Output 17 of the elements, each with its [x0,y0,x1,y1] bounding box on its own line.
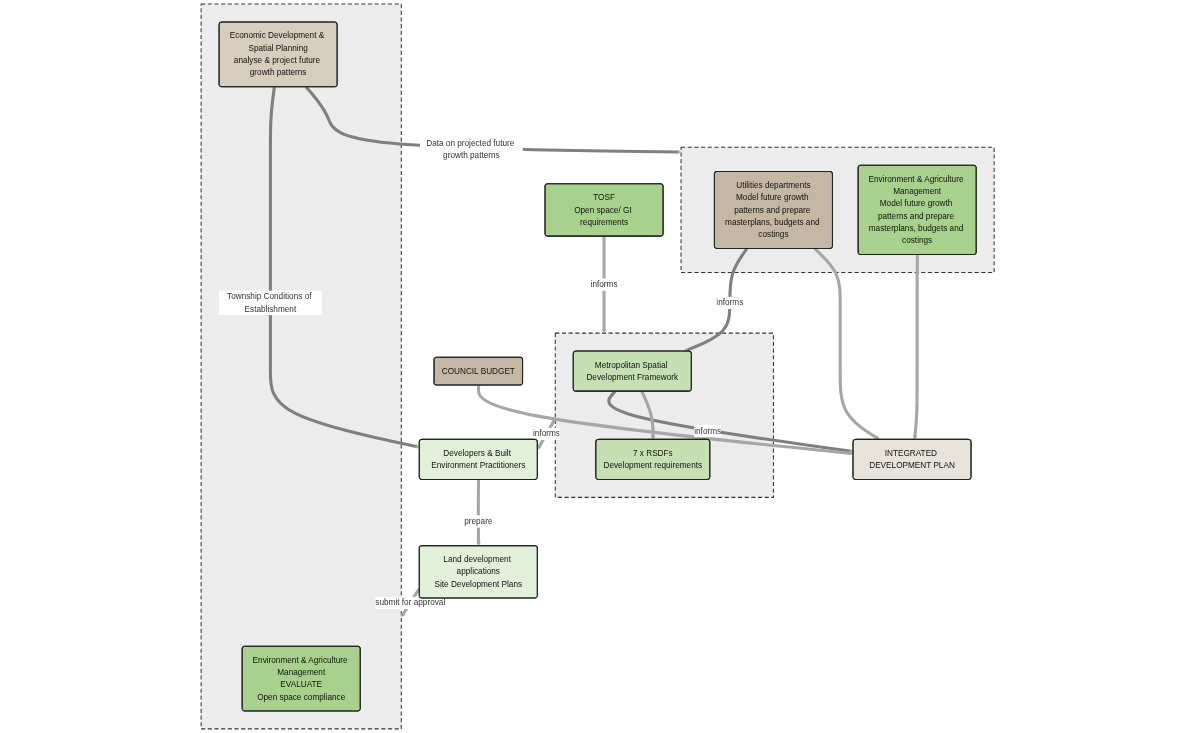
arrow [601,236,607,334]
edge-label: submit for approval [375,598,446,607]
arrow [268,86,420,449]
edge-label: Data on projected future growth patterns [426,138,515,160]
edge-label: informs [590,280,618,289]
arrow [476,479,481,547]
edge-label: Township Conditions of Establishment [226,292,312,314]
arrow [683,247,748,353]
arrow [640,390,656,440]
edge-label: informs [716,298,744,307]
edge-label: prepare [464,516,493,526]
edge-label: informs [694,426,721,436]
cluster [680,146,995,274]
arrow [912,254,919,440]
edge-label: informs [532,429,560,439]
arrow [813,247,880,440]
cluster [200,3,402,730]
